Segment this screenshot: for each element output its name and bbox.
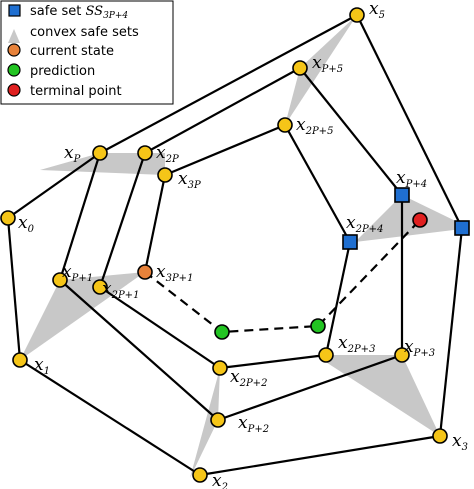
edge — [164, 123, 286, 177]
label-x3P1: x3P+1 — [156, 262, 193, 284]
label-x2P1: x2P+1 — [102, 279, 139, 301]
node-x2P2 — [212, 360, 228, 376]
safe-set-point — [342, 234, 358, 250]
terminal-point — [412, 212, 428, 228]
node-x2 — [192, 467, 208, 483]
node-x0 — [0, 210, 16, 226]
node-x2P5 — [277, 117, 293, 133]
node-x1 — [12, 352, 28, 368]
hull-P — [40, 153, 165, 175]
label-x2P2: x2P+2 — [230, 367, 267, 389]
edge — [219, 353, 327, 370]
legend-safe-set-marker — [8, 4, 21, 17]
hull-P1 — [20, 272, 145, 360]
node-xP3 — [394, 347, 410, 363]
node-x2P1 — [92, 279, 108, 295]
edge — [144, 67, 301, 154]
label-x1: x1 — [34, 355, 50, 377]
edge — [99, 14, 358, 154]
label-x2: x2 — [212, 471, 228, 489]
legend-convex-label: convex safe sets — [30, 25, 139, 40]
edge — [199, 434, 441, 477]
label-xP3: xP+3 — [404, 337, 435, 359]
label-xP: xP — [64, 143, 81, 165]
prediction-path — [144, 219, 421, 334]
edge — [284, 124, 351, 243]
node-xP5 — [292, 60, 308, 76]
edge — [143, 174, 167, 273]
edge — [324, 241, 352, 356]
edge — [356, 14, 463, 229]
nodes — [0, 7, 470, 483]
label-x5: x5 — [369, 0, 385, 21]
node-x5 — [349, 7, 365, 23]
edge — [99, 286, 221, 369]
edge — [58, 152, 102, 281]
node-xP — [92, 145, 108, 161]
edges — [6, 14, 464, 477]
hull-P3 — [315, 355, 440, 436]
edge — [59, 279, 219, 421]
label-x2P: x2P — [156, 143, 179, 165]
label-x2P5: x2P+5 — [296, 115, 333, 137]
label-xP4: xP+4 — [396, 168, 427, 190]
prediction-point — [310, 318, 326, 334]
hull-P2 — [190, 368, 220, 478]
hull-P5 — [285, 15, 357, 125]
label-x2P3: x2P+3 — [338, 333, 375, 355]
prediction-point — [214, 324, 230, 340]
label-x0: x0 — [18, 213, 35, 235]
legend-safe-set-label: safe set SS3P+4 — [30, 4, 128, 21]
edge — [19, 359, 201, 476]
legend-prediction-label: prediction — [30, 64, 95, 79]
safe-set-point — [394, 187, 410, 203]
node-x2P — [137, 145, 153, 161]
edge — [6, 217, 22, 361]
label-x3P: x3P — [178, 169, 201, 191]
legend: safe set SS3P+4 convex safe sets current… — [0, 0, 174, 105]
legend-current-label: current state — [30, 44, 114, 59]
label-xP1: xP+1 — [62, 262, 93, 284]
edge — [438, 227, 464, 437]
label-x2P4: x2P+4 — [346, 213, 383, 235]
legend-terminal-marker — [7, 83, 21, 97]
node-xP2 — [210, 412, 226, 428]
node-x2P3 — [318, 347, 334, 363]
edge — [7, 152, 101, 219]
node-x3 — [432, 428, 448, 444]
label-x3: x3 — [452, 431, 468, 453]
legend-current-marker — [7, 43, 21, 57]
label-xP2: xP+2 — [238, 413, 269, 435]
current-state-x3P1 — [137, 264, 153, 280]
node-x3P — [157, 167, 173, 183]
node-xP1 — [52, 272, 68, 288]
legend-convex-marker — [8, 29, 20, 43]
legend-box — [0, 0, 174, 105]
node-labels: x0 x1 x2 x3 x5 xP xP+1 xP+2 xP+3 xP+4 xP… — [18, 0, 468, 489]
safe-set-point — [454, 220, 470, 236]
legend-terminal-label: terminal point — [30, 84, 122, 99]
edge — [98, 152, 147, 288]
edge — [299, 67, 403, 196]
legend-prediction-marker — [7, 63, 21, 77]
label-xP5: xP+5 — [312, 53, 343, 75]
edge — [217, 353, 403, 422]
